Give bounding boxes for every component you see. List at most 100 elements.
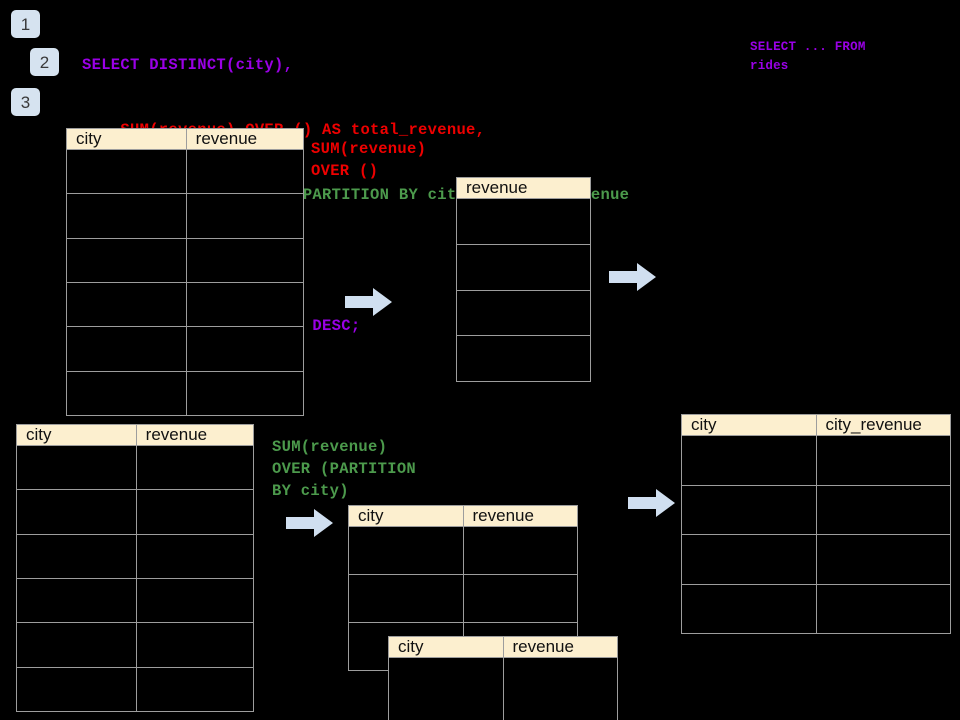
cell-city: [66, 281, 187, 328]
column-header-city: city: [66, 128, 187, 150]
table-row: [66, 237, 305, 283]
cell-revenue: [135, 533, 255, 579]
table-total-revenue: revenue: [456, 177, 591, 382]
table-row: [66, 281, 305, 328]
table-row: [16, 666, 255, 713]
cell-city: [16, 533, 137, 579]
table-row: [66, 148, 305, 195]
table-row: [16, 489, 255, 535]
table-row: [388, 657, 618, 720]
cell-city: [348, 526, 464, 575]
table-row: [16, 444, 255, 491]
cell-revenue: [185, 193, 305, 239]
cell-revenue: [135, 666, 255, 713]
cell-revenue: [502, 657, 618, 720]
table-partition-front: city revenue: [388, 636, 618, 720]
table-header-row: revenue: [456, 177, 591, 199]
step-badge-2-label: 2: [39, 52, 50, 72]
step-badge-1[interactable]: 1: [11, 10, 40, 38]
column-header-revenue: revenue: [185, 128, 305, 150]
cell-city: [16, 666, 137, 713]
table-row: [16, 622, 255, 668]
table-row: [681, 435, 951, 486]
table-row: [456, 335, 591, 382]
step-badge-3-label: 3: [20, 92, 31, 112]
cell-city: [16, 444, 137, 491]
cell-revenue: [135, 622, 255, 668]
cell-revenue: [185, 326, 305, 372]
cell-city: [66, 237, 187, 283]
cell-city: [66, 193, 187, 239]
arrow-source-to-total: [345, 288, 392, 316]
cell-city-revenue: [815, 583, 951, 634]
cell-city: [681, 583, 817, 634]
cell-revenue: [185, 370, 305, 417]
table-row: [66, 326, 305, 372]
table-row: [66, 370, 305, 417]
table-row: [348, 574, 578, 623]
table-row: [681, 583, 951, 634]
cell-city-revenue: [815, 484, 951, 535]
arrow-partition-to-result: [628, 489, 675, 517]
cell-revenue: [456, 335, 591, 382]
step-badge-1-label: 1: [20, 14, 31, 34]
table-header-row: city revenue: [66, 128, 305, 150]
arrow-total-to-result: [609, 263, 656, 291]
cell-revenue: [185, 281, 305, 328]
column-header-city: city: [681, 414, 817, 436]
cell-revenue: [135, 444, 255, 491]
cell-city: [16, 489, 137, 535]
cell-city: [66, 370, 187, 417]
cell-revenue: [462, 526, 578, 575]
cell-revenue: [185, 148, 305, 195]
cell-revenue: [135, 489, 255, 535]
cell-revenue: [456, 243, 591, 291]
cell-city: [388, 657, 504, 720]
table-row: [456, 198, 591, 245]
column-header-revenue: revenue: [502, 636, 618, 658]
cell-revenue: [456, 289, 591, 337]
cell-city: [681, 484, 817, 535]
step-badge-2[interactable]: 2: [30, 48, 59, 76]
table-source-top: city revenue: [66, 128, 305, 417]
column-header-revenue: revenue: [462, 505, 578, 527]
column-header-city: city: [16, 424, 137, 446]
table-row: [16, 533, 255, 579]
table-row: [681, 534, 951, 585]
cell-city: [66, 148, 187, 195]
cell-city: [16, 622, 137, 668]
cell-city-revenue: [815, 534, 951, 585]
table-header-row: city city_revenue: [681, 414, 951, 436]
table-row: [681, 484, 951, 535]
table-row: [456, 243, 591, 291]
cell-revenue: [462, 574, 578, 623]
table-header-row: city revenue: [16, 424, 255, 446]
column-header-city: city: [348, 505, 464, 527]
cell-city: [681, 534, 817, 585]
column-header-city: city: [388, 636, 504, 658]
step-badge-3[interactable]: 3: [11, 88, 40, 116]
cell-city: [66, 326, 187, 372]
column-header-revenue: revenue: [456, 177, 591, 199]
annotation-select-from: SELECT ... FROM rides: [750, 40, 866, 73]
table-header-row: city revenue: [348, 505, 578, 527]
cell-city: [348, 574, 464, 623]
annotation-sum-over-empty: SUM(revenue) OVER (): [311, 140, 427, 180]
cell-city: [16, 577, 137, 624]
cell-revenue: [456, 198, 591, 245]
cell-revenue: [185, 237, 305, 283]
table-row: [348, 526, 578, 575]
cell-city-revenue: [815, 435, 951, 486]
table-row: [66, 193, 305, 239]
table-row: [16, 577, 255, 624]
table-result: city city_revenue: [681, 414, 951, 634]
cell-revenue: [135, 577, 255, 624]
column-header-revenue: revenue: [135, 424, 255, 446]
table-row: [456, 289, 591, 337]
table-source-bottom: city revenue: [16, 424, 255, 713]
sql-line-select: SELECT DISTINCT(city),: [82, 55, 294, 74]
arrow-source-to-partition: [286, 509, 333, 537]
column-header-city-revenue: city_revenue: [815, 414, 951, 436]
table-header-row: city revenue: [388, 636, 618, 658]
